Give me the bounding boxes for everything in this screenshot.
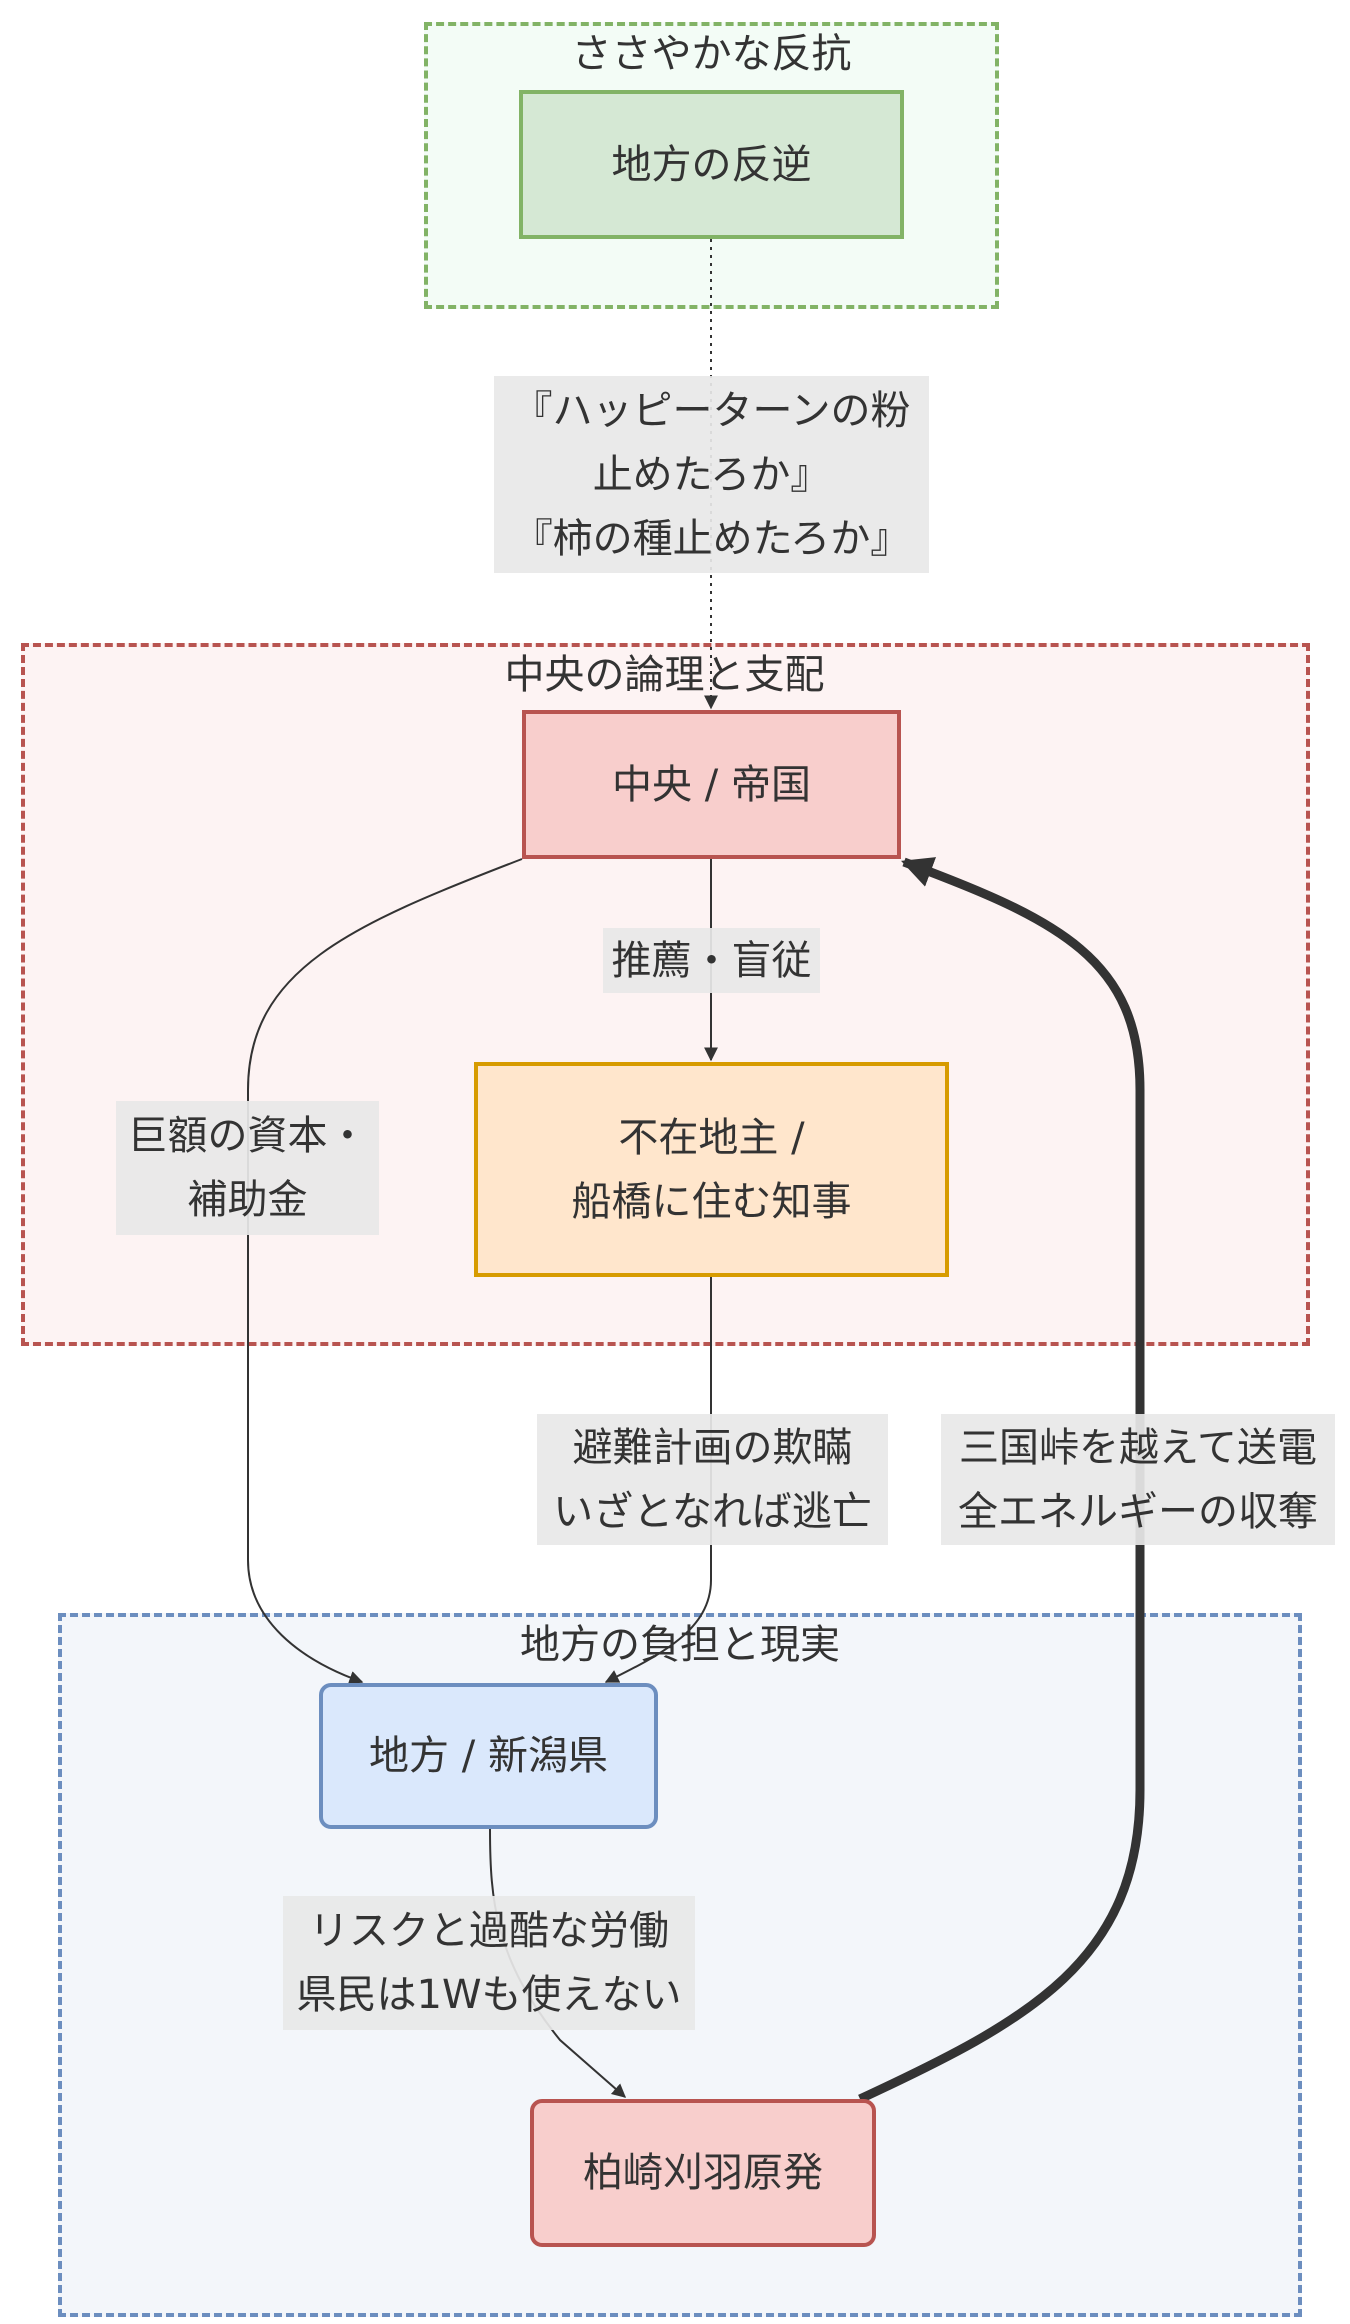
edge-label-niigata-to-plant: リスクと過酷な労働 県民は1Wも使えない (283, 1896, 695, 2030)
edge-label-plant-to-empire: 三国峠を越えて送電 全エネルギーの収奪 (941, 1414, 1335, 1545)
edge-label-line: 『柿の種止めたろか』 (512, 515, 911, 562)
node-empire-label: 中央 / 帝国 (612, 761, 811, 808)
edge-label-line: 巨額の資本・ (127, 1113, 368, 1159)
edge-label-line: 避難計画の欺瞞 (572, 1424, 853, 1471)
edge-label-line: 三国峠を越えて送電 (959, 1424, 1317, 1471)
edge-label-line: 止めたろか』 (592, 451, 831, 498)
edge-empire-to-niigata (247, 858, 523, 1685)
node-plant-label: 柏崎刈羽原発 (583, 2150, 823, 2196)
edge-governor-to-niigata (604, 1277, 712, 1683)
node-governor[interactable]: 不在地主 / 船橋に住む知事 (474, 1062, 949, 1277)
node-rebellion-label: 地方の反逆 (611, 141, 812, 188)
edge-label-line: 『ハッピーターンの粉 (512, 387, 911, 434)
edge-label-empire-to-niigata: 巨額の資本・ 補助金 (116, 1101, 379, 1235)
edge-label-rebellion-to-empire: 『ハッピーターンの粉 止めたろか』 『柿の種止めたろか』 (494, 376, 929, 573)
cluster-resistance-title: ささやかな反抗 (571, 31, 852, 77)
edge-label-empire-to-governor: 推薦・盲従 (603, 928, 820, 993)
edge-label-line: リスクと過酷な労働 (309, 1908, 669, 1954)
cluster-center-title: 中央の論理と支配 (504, 652, 825, 698)
edge-label-governor-to-niigata: 避難計画の欺瞞 いざとなれば逃亡 (537, 1414, 888, 1545)
edge-label-line: いざとなれば逃亡 (553, 1488, 872, 1535)
cluster-local-title: 地方の負担と現実 (520, 1622, 840, 1668)
node-plant[interactable]: 柏崎刈羽原発 (530, 2099, 876, 2247)
node-empire[interactable]: 中央 / 帝国 (522, 710, 901, 859)
node-governor-label-line1: 不在地主 / (618, 1114, 805, 1161)
node-niigata[interactable]: 地方 / 新潟県 (319, 1683, 658, 1829)
edge-label-line: 補助金 (187, 1177, 308, 1223)
edge-label-line: 推薦・盲従 (611, 937, 812, 984)
edge-plant-to-empire (858, 857, 1145, 2104)
node-rebellion[interactable]: 地方の反逆 (519, 90, 904, 239)
edge-label-line: 全エネルギーの収奪 (958, 1488, 1318, 1535)
edge-label-line: 県民は1Wも使えない (296, 1972, 682, 2018)
node-niigata-label: 地方 / 新潟県 (369, 1733, 608, 1779)
node-governor-label-line2: 船橋に住む知事 (571, 1178, 852, 1225)
